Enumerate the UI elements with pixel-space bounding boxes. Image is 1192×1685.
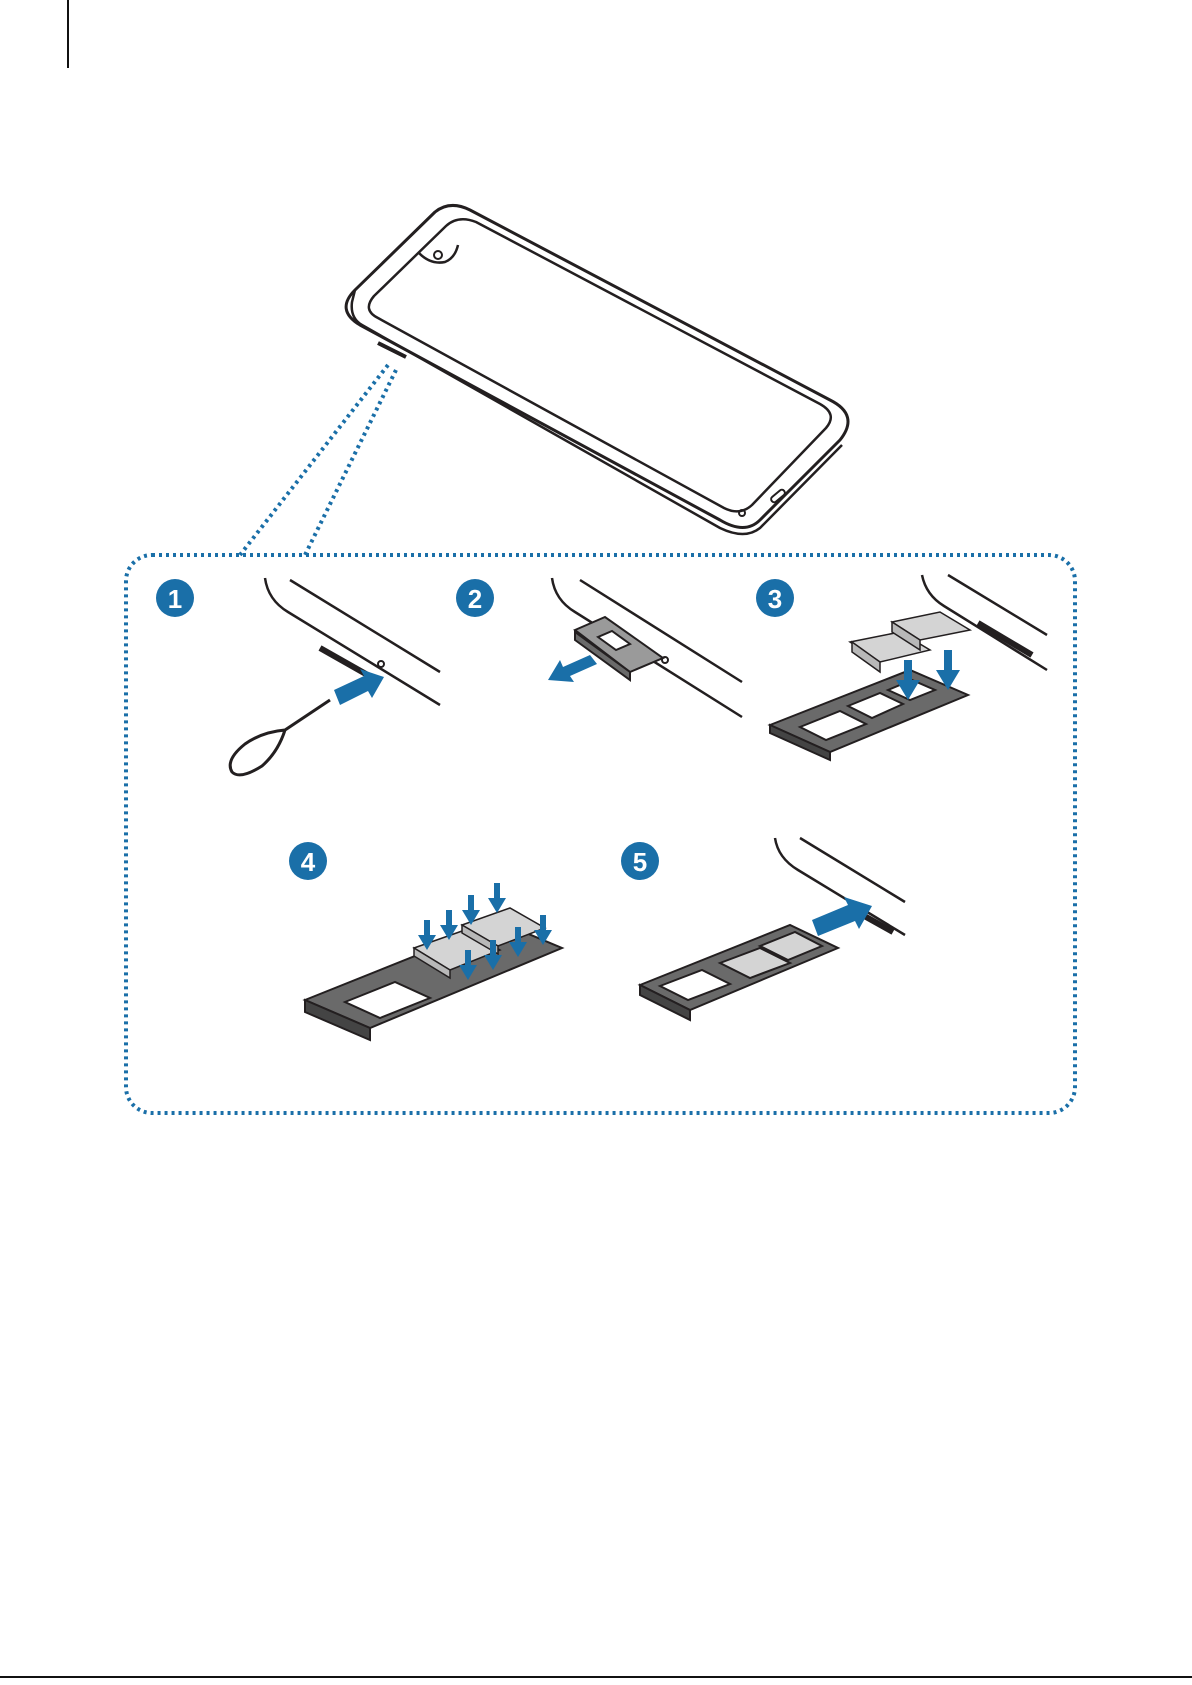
svg-text:1: 1 bbox=[168, 584, 182, 614]
svg-text:3: 3 bbox=[768, 584, 782, 614]
step-5-panel: 5 bbox=[621, 838, 905, 1020]
step-4-badge: 4 bbox=[289, 842, 327, 880]
pull-arrow-icon bbox=[548, 655, 597, 682]
step-1-panel: 1 bbox=[156, 578, 440, 775]
svg-text:2: 2 bbox=[468, 584, 482, 614]
step-2-panel: 2 bbox=[456, 578, 742, 717]
phone-illustration bbox=[346, 205, 848, 534]
step-5-badge: 5 bbox=[621, 842, 659, 880]
ejection-pin-icon bbox=[230, 700, 330, 775]
sim-tray-icon bbox=[575, 617, 663, 680]
callout-leader-lines bbox=[240, 365, 396, 555]
step-2-badge: 2 bbox=[456, 579, 494, 617]
step-3-badge: 3 bbox=[756, 579, 794, 617]
svg-text:4: 4 bbox=[301, 847, 316, 877]
step-3-panel: 3 bbox=[756, 575, 1047, 760]
svg-text:5: 5 bbox=[633, 847, 647, 877]
step-1-badge: 1 bbox=[156, 579, 194, 617]
page-footer-rule bbox=[0, 1676, 1192, 1678]
step-4-panel: 4 bbox=[289, 842, 562, 1040]
sim-tray-icon bbox=[770, 670, 968, 760]
insert-arrow-icon bbox=[812, 897, 872, 936]
insert-arrow-icon bbox=[334, 669, 384, 705]
sim-tray-icon bbox=[305, 922, 562, 1040]
sim-tray-icon bbox=[640, 925, 838, 1020]
